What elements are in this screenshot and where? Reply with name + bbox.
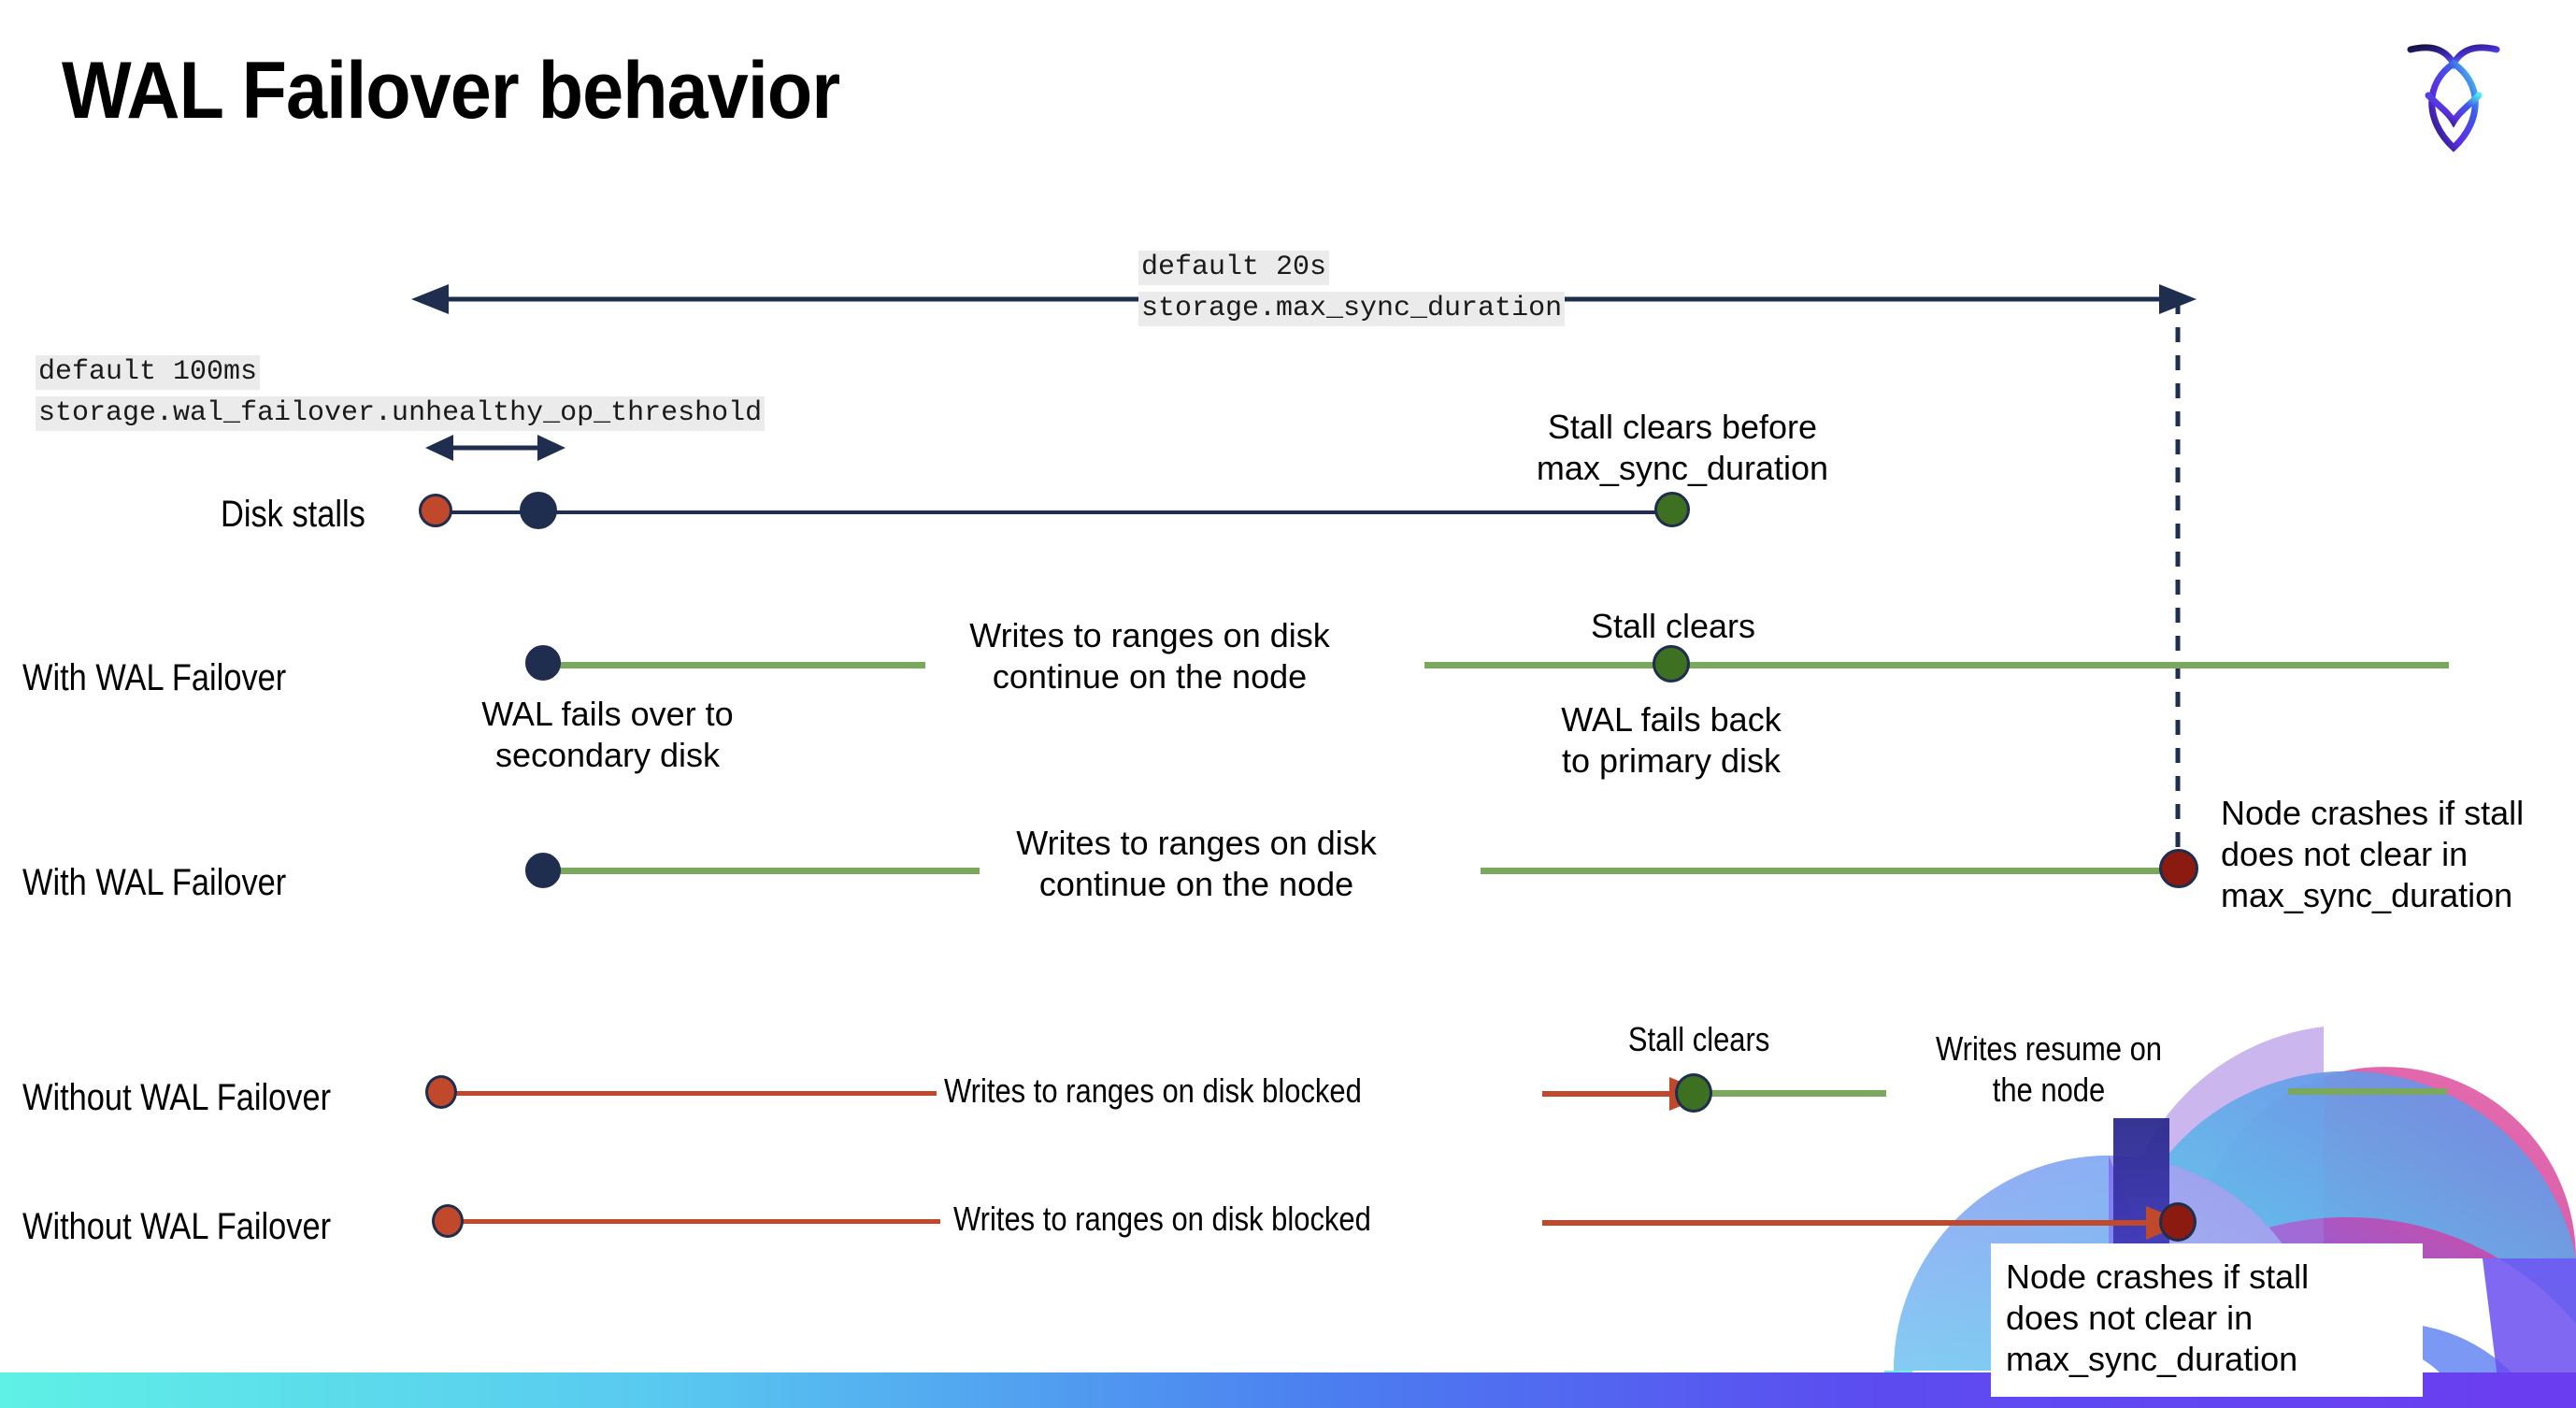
row-label-with-wal-failover-2: With WAL Failover xyxy=(22,862,287,903)
unhealthy-op-setting-name: storage.wal_failover.unhealthy_op_thresh… xyxy=(36,396,766,432)
row-label-with-wal-failover-1: With WAL Failover xyxy=(22,657,287,698)
without-failover-crash-segment-1 xyxy=(445,1219,940,1224)
unhealthy-op-default-label: default 100ms xyxy=(36,355,261,391)
without-failover-stall-start-dot xyxy=(425,1075,457,1109)
disk-stall-clears-dot xyxy=(1654,492,1690,527)
with-failover-segment-2 xyxy=(1424,662,2449,668)
with-failover-middle-note: Writes to ranges on disk continue on the… xyxy=(969,616,1330,696)
without-failover-resume-note: Writes resume on the node xyxy=(1935,1029,2163,1109)
without-failover-stall-clears-dot xyxy=(1675,1073,1712,1113)
with-failover-segment-1 xyxy=(540,662,925,668)
page-title: WAL Failover behavior xyxy=(62,46,840,136)
row-label-disk-stalls: Disk stalls xyxy=(221,494,365,535)
max-sync-setting-name: storage.max_sync_duration xyxy=(1138,292,1566,327)
row-label-without-wal-failover-1: Without WAL Failover xyxy=(22,1077,332,1118)
with-failover-failback-note: WAL fails back to primary disk xyxy=(1561,700,1782,780)
without-failover-stall-clears-note: Stall clears xyxy=(1627,1020,1770,1058)
without-failover-crash-dot xyxy=(2159,1202,2197,1242)
max-sync-default-label: default 20s xyxy=(1138,251,1330,286)
disk-stall-failover-dot xyxy=(520,492,557,529)
unhealthy-op-threshold-span-arrow xyxy=(425,435,565,461)
with-failover-crash-failover-dot xyxy=(525,853,561,888)
with-failover-crash-segment-1 xyxy=(540,868,980,874)
with-failover-failover-dot xyxy=(525,645,561,681)
with-failover-stall-clears-note: Stall clears xyxy=(1590,607,1756,645)
with-failover-stall-clears-dot xyxy=(1653,645,1690,682)
without-failover-blocked-segment-1 xyxy=(439,1091,937,1096)
without-failover-resume-segment-2 xyxy=(2288,1088,2447,1095)
disk-stall-start-dot xyxy=(419,494,452,527)
without-failover-crash-arrow xyxy=(1542,1206,2187,1240)
disk-stalls-annotation: Stall clears before max_sync_duration xyxy=(1536,408,1829,487)
without-failover-crash-blocked-note: Writes to ranges on disk blocked xyxy=(953,1200,1371,1238)
without-failover-crash-start-dot xyxy=(432,1204,464,1238)
with-failover-crash-segment-2 xyxy=(1481,868,2172,874)
cockroach-labs-logo-icon xyxy=(2397,28,2510,159)
without-failover-crash-note: Node crashes if stall does not clear in … xyxy=(1991,1243,2423,1397)
with-failover-crash-middle-note: Writes to ranges on disk continue on the… xyxy=(1016,824,1377,903)
max-sync-duration-dashed-guide xyxy=(2175,299,2181,877)
without-failover-blocked-note: Writes to ranges on disk blocked xyxy=(944,1071,1362,1110)
with-failover-crash-note: Node crashes if stall does not clear in … xyxy=(2221,794,2525,914)
without-failover-resume-segment xyxy=(1699,1090,1886,1097)
with-failover-crash-dot xyxy=(2159,849,2198,888)
row-label-without-wal-failover-2: Without WAL Failover xyxy=(22,1206,332,1247)
with-failover-start-note: WAL fails over to secondary disk xyxy=(481,695,734,774)
disk-stalls-timeline xyxy=(436,510,1669,514)
